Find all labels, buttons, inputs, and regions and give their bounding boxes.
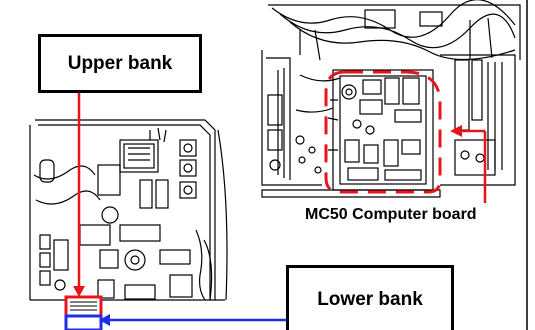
- controller-board-drawing: [29, 119, 228, 313]
- board-caption-arrow: [450, 125, 487, 203]
- board-caption: MC50 Computer board: [305, 206, 477, 223]
- computer-board-drawing: [261, 0, 521, 198]
- upper-bank-arrow: [73, 93, 85, 297]
- lower-bank-connector: [64, 314, 286, 330]
- lower-bank-label: Lower bank: [286, 265, 454, 330]
- board-highlight-outline: [324, 70, 442, 194]
- upper-bank-label: Upper bank: [38, 34, 202, 93]
- upper-bank-highlight: [64, 295, 103, 318]
